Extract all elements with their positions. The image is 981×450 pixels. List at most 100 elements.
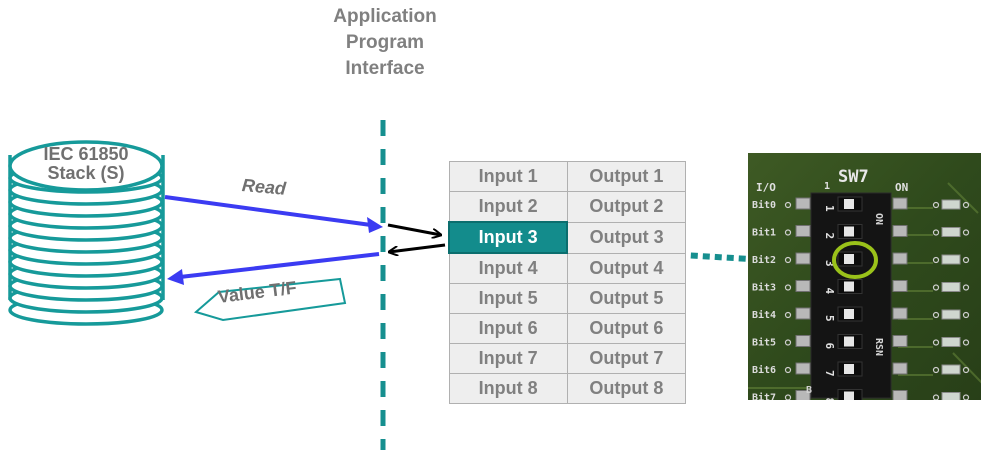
one-label: 1 (824, 181, 830, 192)
led-pad-right (962, 394, 970, 400)
led-pad-left (932, 201, 940, 209)
switch-number: 5 (823, 315, 836, 322)
switch-pin-left (795, 362, 811, 375)
switch-slider-knob (844, 336, 854, 347)
stack-label: IEC 61850 Stack (S) (14, 145, 158, 183)
bit-pad (784, 311, 792, 319)
switch-pin-left (795, 335, 811, 347)
bit-pad (784, 284, 792, 291)
bit-label: Bit0 (752, 199, 776, 211)
switch-pin-right (892, 335, 908, 347)
bit-pad (784, 339, 792, 346)
bit-label: Bit2 (752, 254, 776, 266)
switch-pin-left (795, 252, 811, 265)
dip-switch-board: Bit01Bit12Bit23Bit34Bit45Bit56Bit67Bit78… (748, 153, 981, 400)
switch-number: 2 (823, 233, 836, 240)
switch-pin-left (795, 280, 811, 292)
iec-stack-icon (8, 140, 165, 326)
switch-number: 1 (823, 205, 836, 212)
led-pad-right (962, 339, 970, 346)
bit-label: Bit6 (752, 364, 776, 376)
bit-label: Bit1 (752, 227, 776, 239)
dip-switch-photo: Bit01Bit12Bit23Bit34Bit45Bit56Bit67Bit78… (748, 153, 981, 400)
stack-label-line-1: IEC 61850 (43, 144, 129, 164)
led-pad-right (962, 229, 970, 236)
io-input-cell: Input 7 (448, 343, 568, 374)
io-input-cell: Input 4 (448, 252, 568, 284)
api-table-arrows (388, 223, 446, 252)
led-indicator (941, 254, 961, 265)
io-input-cell: Input 3 (447, 221, 569, 254)
switch-pin-right (892, 225, 908, 237)
io-output-cell: Output 7 (566, 343, 687, 374)
switch-slider-knob (844, 199, 854, 209)
switch-slider-knob (844, 391, 854, 400)
io-input-cell: Input 8 (448, 373, 568, 404)
bit-pad (784, 201, 792, 209)
led-pad-left (932, 339, 940, 346)
led-pad-right (962, 256, 970, 264)
switch-number: 6 (823, 343, 836, 350)
on-label: ON (895, 181, 908, 194)
api-title-line-2: Program (345, 32, 425, 53)
switch-pin-left (795, 390, 811, 400)
switch-pin-right (892, 390, 908, 400)
bit-pad (784, 366, 792, 374)
bit-label: Bit4 (752, 309, 776, 321)
led-pad-right (962, 366, 970, 374)
led-pad-left (932, 284, 940, 291)
led-pad-right (962, 201, 970, 209)
switch-pin-left (795, 225, 811, 237)
io-input-cell: Input 5 (448, 283, 568, 314)
switch-pin-right (892, 197, 908, 210)
switch-slider-knob (844, 364, 854, 374)
bit-label: Bit5 (752, 337, 776, 349)
switch-pin-right (892, 307, 908, 320)
io-output-cell: Output 4 (566, 252, 687, 284)
b-label: B (806, 385, 812, 396)
led-pad-left (932, 394, 940, 400)
io-output-cell: Output 2 (566, 191, 687, 223)
rsn-label: RSN (873, 338, 884, 356)
led-indicator (941, 364, 961, 375)
switch-pin-left (795, 307, 811, 320)
switch-slider-knob (844, 254, 854, 264)
led-pad-left (932, 311, 940, 319)
led-indicator (941, 199, 961, 210)
switch-pin-right (892, 280, 908, 292)
on-vertical-label: ON (873, 213, 884, 225)
bit-pad (784, 256, 792, 264)
io-output-cell: Output 5 (566, 283, 687, 314)
bit-label: Bit3 (752, 282, 776, 294)
switch-number: 8 (823, 398, 836, 401)
value-tag-shape (193, 277, 347, 322)
switch-slider-knob (844, 281, 854, 292)
io-input-cell: Input 6 (448, 313, 568, 344)
switch-label: SW7 (838, 167, 869, 187)
switch-number: 4 (823, 288, 836, 295)
value-arrow (167, 252, 380, 285)
led-pad-left (932, 366, 940, 374)
switch-slider-knob (844, 309, 854, 319)
led-pad-left (932, 256, 940, 264)
io-output-cell: Output 3 (566, 221, 687, 254)
highlight-circle (832, 241, 878, 279)
switch-number: 7 (823, 370, 836, 377)
read-label: Read (241, 175, 287, 199)
led-indicator (941, 309, 961, 320)
led-indicator (941, 392, 961, 400)
switch-pin-left (795, 197, 811, 210)
bit-label: Bit7 (752, 392, 776, 401)
switch-pin-right (892, 252, 908, 265)
led-indicator (941, 282, 961, 292)
io-label: I/O (756, 181, 776, 194)
